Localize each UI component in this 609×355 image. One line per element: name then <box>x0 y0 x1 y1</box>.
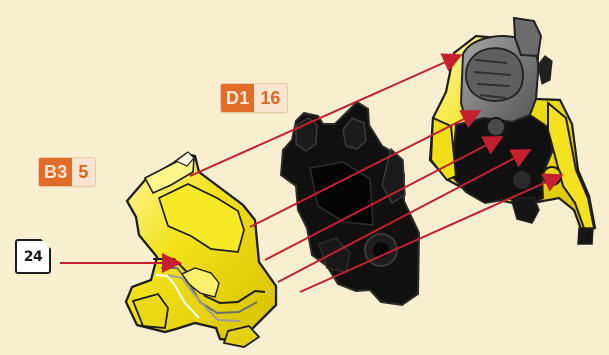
page-reference-badge: 24 <box>15 239 51 274</box>
assembled-module <box>430 18 595 244</box>
yellow-bracket-part <box>126 152 276 347</box>
part-callout-d1: D1 16 <box>220 83 288 113</box>
black-frame-part <box>281 102 419 305</box>
part-count-d1: 16 <box>254 84 287 112</box>
part-callout-b3: B3 5 <box>38 157 96 187</box>
part-count-b3: 5 <box>72 158 95 186</box>
part-code-d1: D1 <box>221 84 254 112</box>
part-code-b3: B3 <box>39 158 72 186</box>
